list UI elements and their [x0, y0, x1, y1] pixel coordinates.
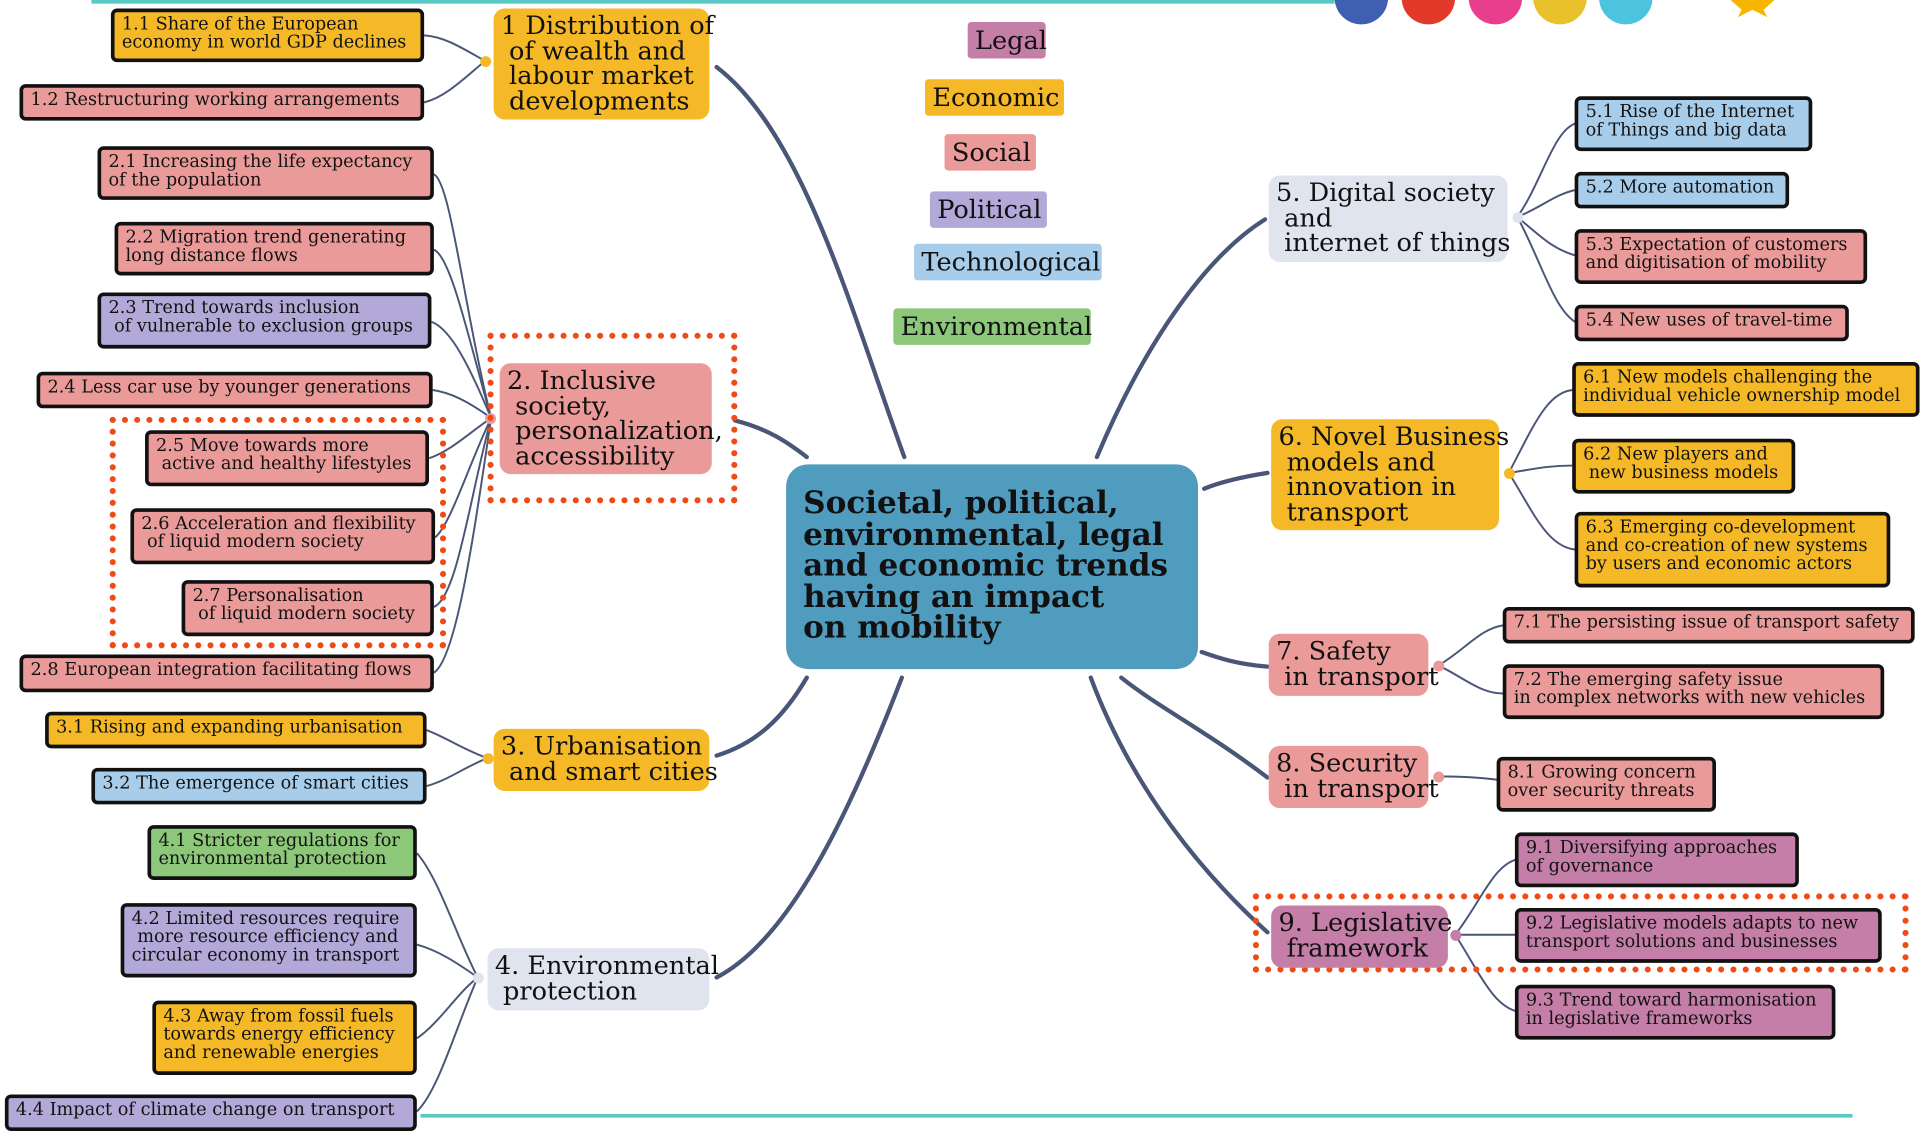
topic-8: 8. Security in transport: [1268, 745, 1439, 809]
subtopic-9-3: 9.3 Trend toward harmonisation in legisl…: [1514, 984, 1836, 1040]
topic-6: 6. Novel Business models and innovation …: [1271, 419, 1509, 531]
connector-dot: [482, 753, 494, 765]
topic-4: 4. Environmental protection: [487, 948, 719, 1011]
subtopic-4-4: 4.4 Impact of climate change on transpor…: [4, 1094, 417, 1131]
subtopic-2-7: 2.7 Personalisation of liquid modern soc…: [181, 580, 434, 637]
top-border-line: [91, 0, 1335, 4]
subtopic-5-4: 5.4 New uses of travel-time: [1574, 304, 1849, 342]
subtopic-5-3: 5.3 Expectation of customers and digitis…: [1574, 229, 1868, 284]
star-icon: [1706, 0, 1828, 20]
central-topic: Societal, political, environmental, lega…: [786, 464, 1199, 670]
legend-economic: Economic: [925, 79, 1064, 116]
connector-dot: [1433, 660, 1445, 672]
connector-dot: [1512, 212, 1524, 224]
subtopic-2-4: 2.4 Less car use by younger generations: [36, 371, 433, 409]
subtopic-2-2: 2.2 Migration trend generating long dist…: [114, 221, 434, 276]
subtopic-4-3: 4.3 Away from fossil fuels towards energ…: [152, 1000, 417, 1075]
subtopic-6-1: 6.1 New models challenging the individua…: [1572, 361, 1920, 417]
subtopic-6-3: 6.3 Emerging co-development and co-creat…: [1574, 511, 1891, 588]
legend-political: Political: [929, 191, 1047, 228]
topic-2: 2. Inclusive society, personalization, a…: [499, 363, 723, 475]
connector-dot: [480, 56, 492, 68]
subtopic-5-2: 5.2 More automation: [1574, 171, 1790, 209]
legend-legal: Legal: [967, 21, 1047, 59]
subtopic-7-2: 7.2 The emerging safety issue in complex…: [1502, 664, 1885, 720]
legend-social: Social: [944, 134, 1036, 171]
connector-dot: [1503, 468, 1515, 479]
highlight-frame-subtopics-2: [109, 416, 447, 649]
subtopic-1-1: 1.1 Share of the European economy in wor…: [110, 8, 425, 63]
highlight-frame-topic-9: [1252, 893, 1909, 973]
subtopic-2-8: 2.8 European integration facilitating fl…: [19, 654, 434, 693]
topic-1: 1 Distribution of of wealth and labour m…: [493, 8, 714, 120]
highlight-frame-topic-2: [487, 332, 738, 504]
subtopic-2-6: 2.6 Acceleration and flexibility of liqu…: [130, 508, 436, 565]
bottom-border-line: [420, 1113, 1853, 1118]
legend-technological: Technological: [914, 243, 1102, 281]
subtopic-2-3: 2.3 Trend towards inclusion of vulnerabl…: [97, 292, 432, 349]
subtopic-3-2: 3.2 The emergence of smart cities: [91, 767, 427, 805]
subtopic-4-2: 4.2 Limited resources require more resou…: [120, 903, 417, 978]
subtopic-6-2: 6.2 New players and new business models: [1572, 438, 1796, 494]
connector-dot: [1450, 929, 1462, 941]
subtopic-9-1: 9.1 Diversifying approaches of governanc…: [1514, 832, 1799, 888]
subtopic-7-1: 7.1 The persisting issue of transport sa…: [1502, 606, 1915, 644]
legend-environmental: Environmental: [893, 308, 1092, 345]
subtopic-8-1: 8.1 Growing concern over security threat…: [1496, 756, 1716, 812]
connector-dot: [1433, 771, 1445, 783]
topic-3: 3. Urbanisation and smart cities: [493, 728, 718, 791]
subtopic-1-2: 1.2 Restructuring working arrangements: [19, 84, 425, 121]
topic-5: 5. Digital society and internet of thing…: [1268, 175, 1511, 263]
subtopic-4-1: 4.1 Stricter regulations for environment…: [147, 825, 417, 880]
topic-9: 9. Legislative framework: [1271, 905, 1452, 968]
subtopic-3-1: 3.1 Rising and expanding urbanisation: [45, 711, 427, 749]
subtopic-2-1: 2.1 Increasing the life expectancy of th…: [97, 146, 434, 200]
subtopic-5-1: 5.1 Rise of the Internet of Things and b…: [1574, 96, 1813, 152]
subtopic-9-2: 9.2 Legislative models adapts to new tra…: [1514, 907, 1882, 963]
topic-7: 7. Safety in transport: [1268, 633, 1439, 696]
subtopic-2-5: 2.5 Move towards more active and healthy…: [145, 430, 429, 487]
connector-dot: [472, 972, 484, 984]
